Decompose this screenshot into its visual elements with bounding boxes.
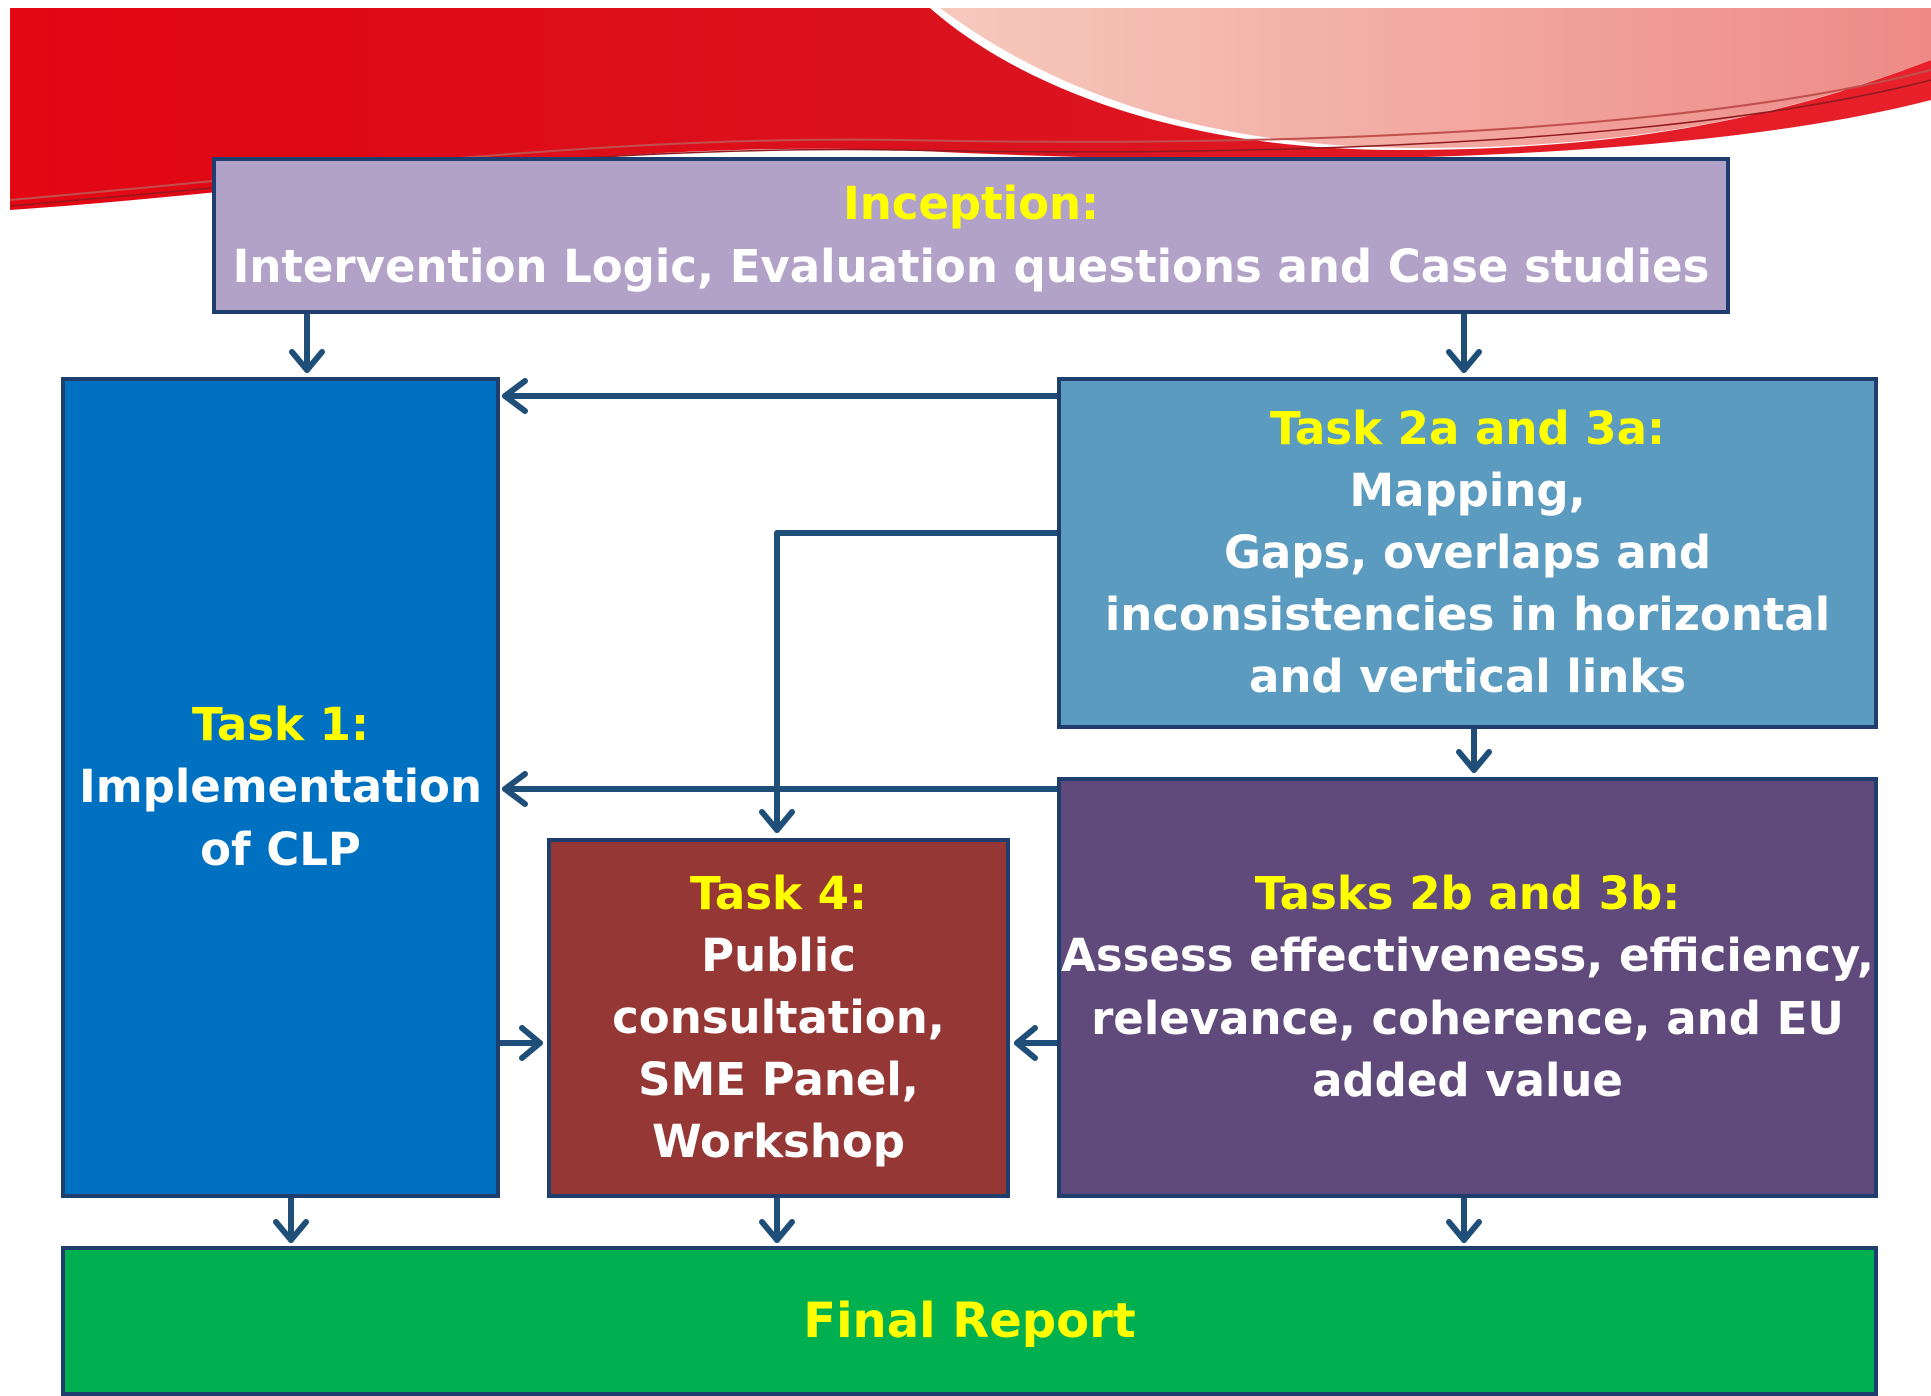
final-report-box: Final Report bbox=[61, 1246, 1878, 1396]
task1-line: of CLP bbox=[200, 822, 361, 876]
task2b-line: Assess effectiveness, efficiency, bbox=[1061, 929, 1874, 983]
task2a-line: Mapping, bbox=[1349, 463, 1586, 517]
task2b-line: added value bbox=[1312, 1053, 1623, 1107]
task2b-heading: Tasks 2b and 3b: bbox=[1254, 867, 1681, 921]
task2a-line: and vertical links bbox=[1249, 650, 1686, 704]
task4-line: SME Panel, bbox=[638, 1053, 919, 1107]
task2a-heading: Task 2a and 3a: bbox=[1270, 401, 1665, 455]
task1-heading: Task 1: bbox=[192, 698, 369, 752]
task4-line: Public bbox=[701, 928, 856, 982]
final-heading: Final Report bbox=[803, 1292, 1136, 1349]
task4-box: Task 4: Public consultation, SME Panel, Work… bbox=[547, 838, 1010, 1198]
task4-line: Workshop bbox=[651, 1115, 905, 1169]
inception-heading: Inception: bbox=[842, 177, 1100, 231]
task2a-line: Gaps, overlaps and bbox=[1223, 525, 1712, 579]
task4-line: consultation, bbox=[612, 990, 945, 1044]
inception-line: Intervention Logic, Evaluation questions… bbox=[232, 239, 1710, 293]
task2a-line: inconsistencies in horizontal bbox=[1104, 588, 1831, 642]
task2b-line: relevance, coherence, and EU bbox=[1091, 991, 1844, 1045]
inception-box: Inception: Intervention Logic, Evaluation… bbox=[212, 157, 1730, 314]
task4-heading: Task 4: bbox=[690, 866, 867, 920]
task1-box: Task 1: Implementation of CLP bbox=[61, 377, 500, 1198]
task2b-3b-box: Tasks 2b and 3b: Assess effectiveness, ef… bbox=[1057, 777, 1878, 1198]
task1-line: Implementation bbox=[78, 760, 482, 814]
task2a-3a-box: Task 2a and 3a: Mapping, Gaps, overlaps an… bbox=[1057, 377, 1878, 729]
